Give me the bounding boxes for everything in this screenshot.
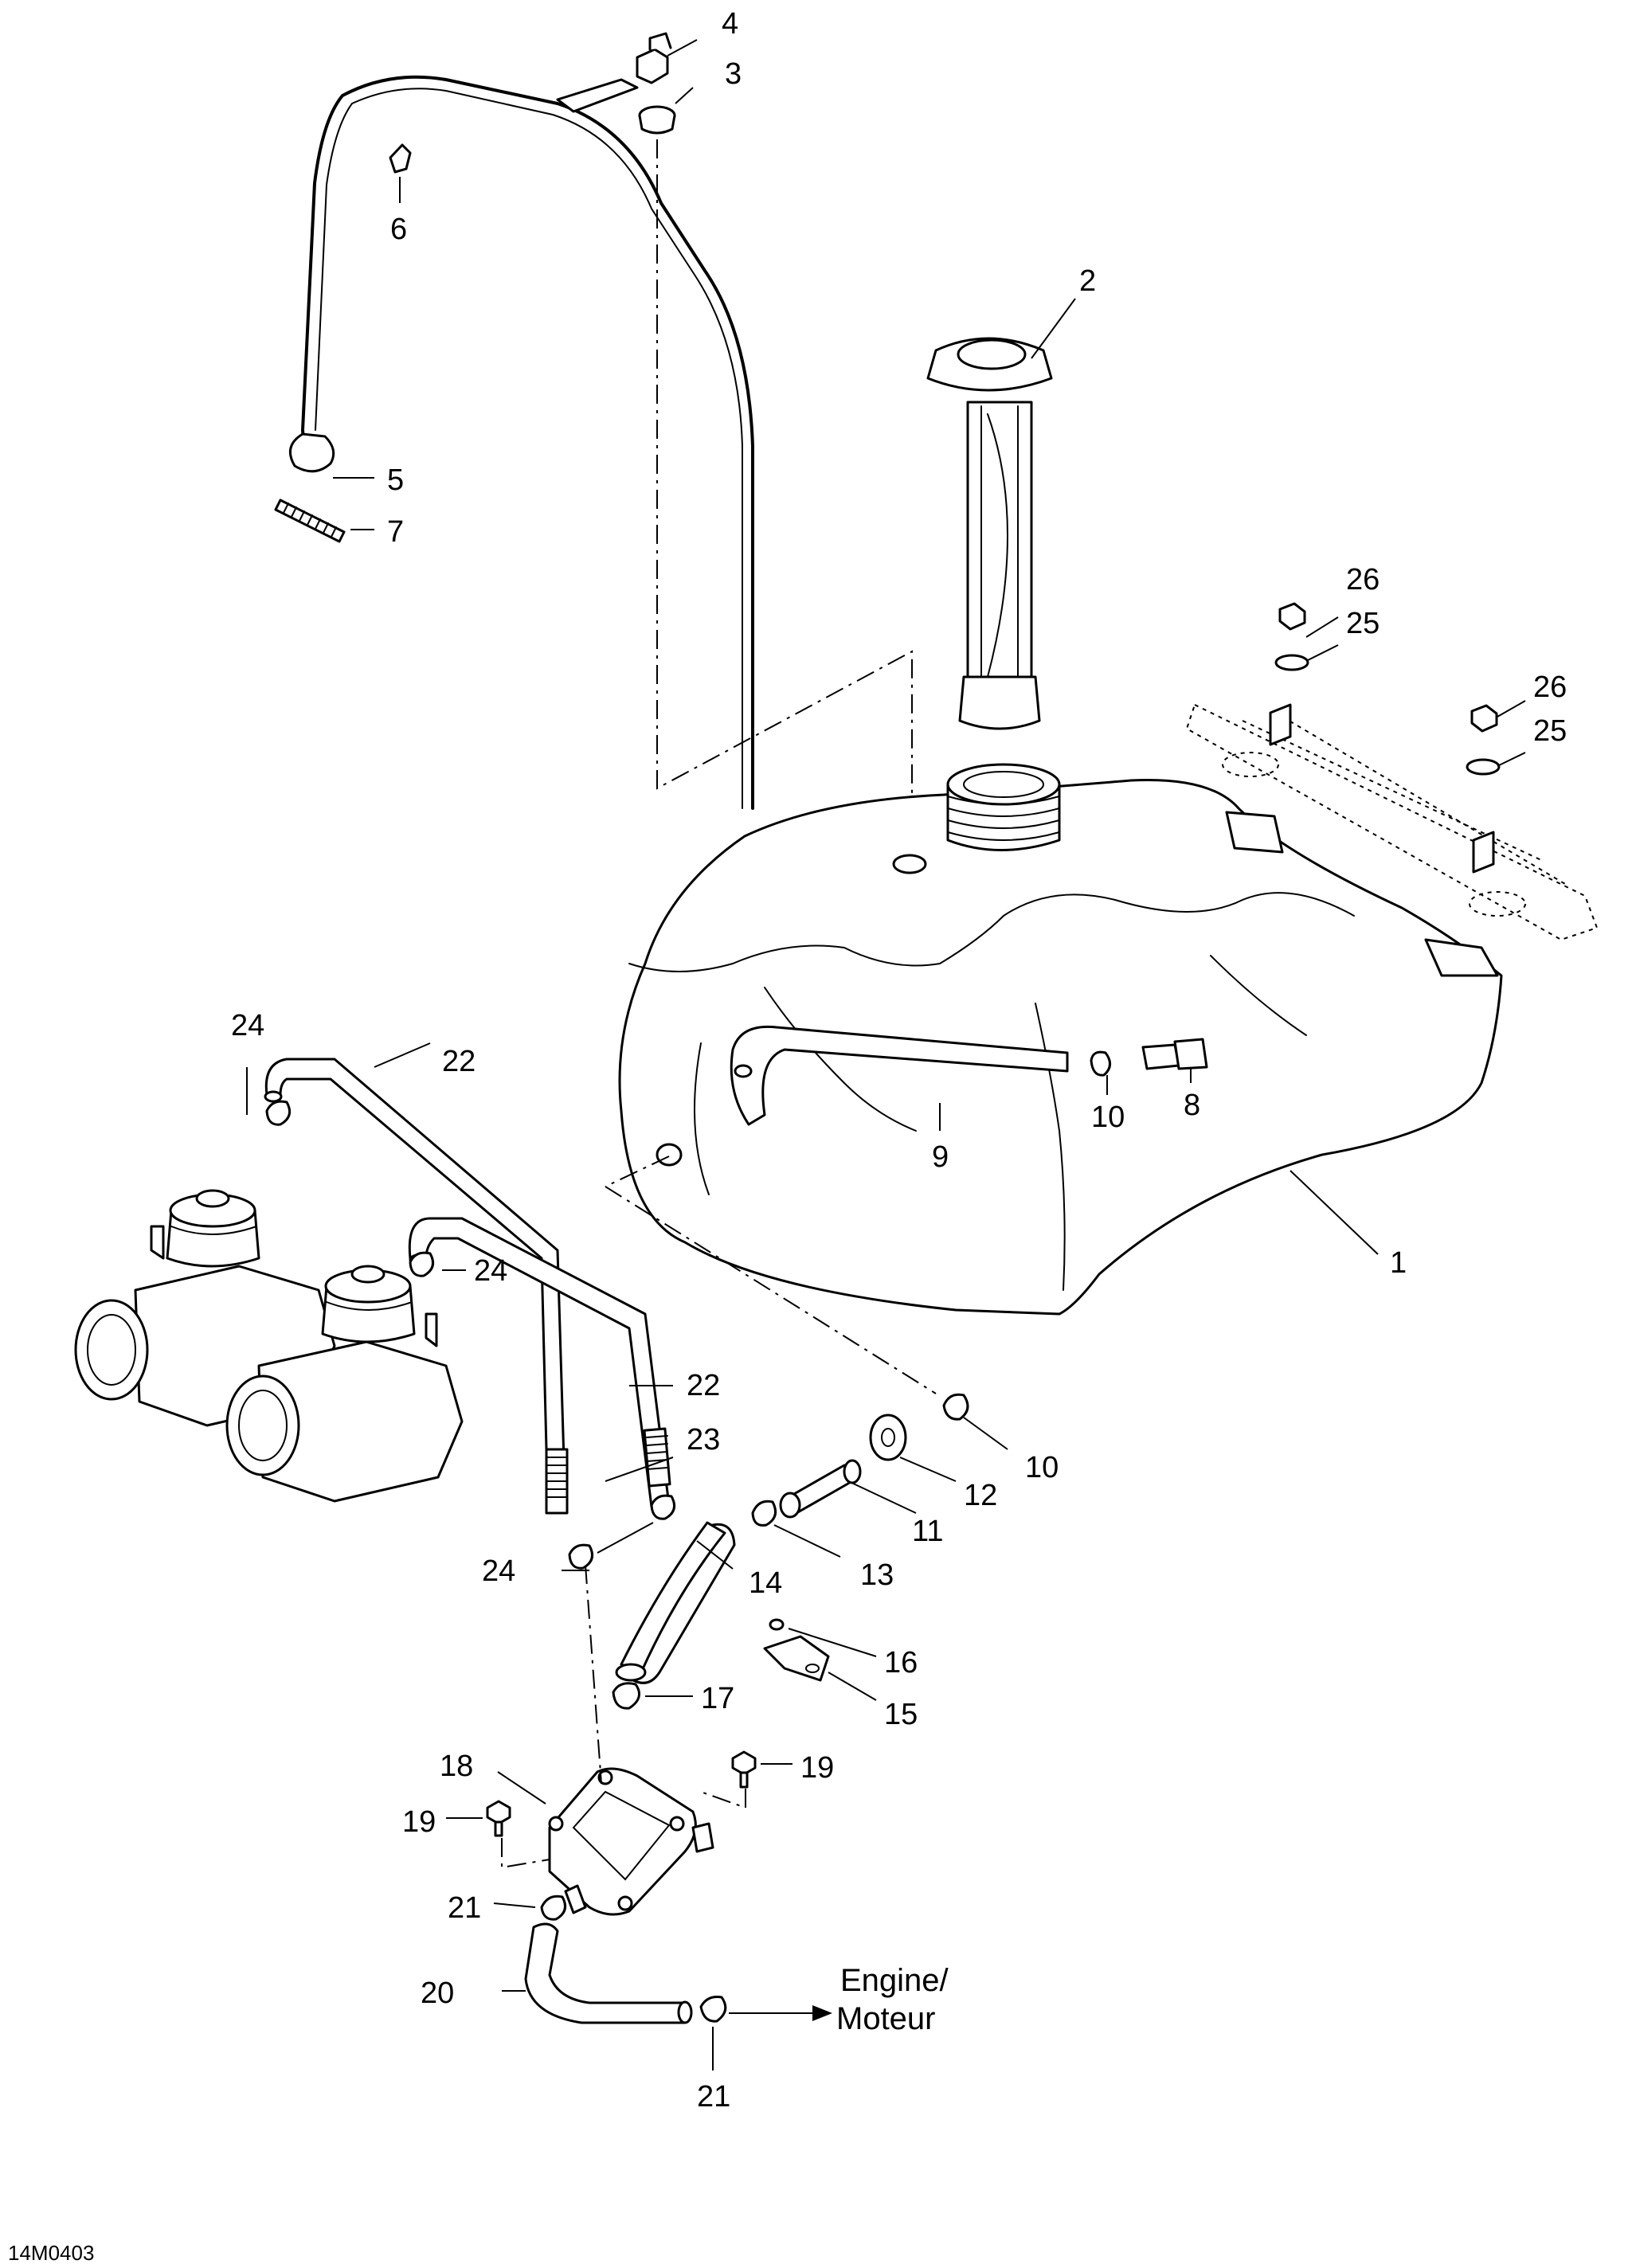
callout-17: 17 [701,1682,734,1715]
callout-26-left: 26 [1346,563,1380,596]
arrow-head-icon [812,2005,832,2021]
fuel-pump [548,1767,714,1916]
leader-lines [246,39,1526,2071]
hose-clamp [1090,1050,1111,1077]
hose-clamp [942,1393,969,1421]
fuel-routing-line [605,1156,937,1394]
engine-label: Engine/ [840,1963,949,1998]
callout-25-left: 25 [1346,607,1380,640]
tank-strap-bracket [1185,703,1599,941]
callout-7: 7 [387,515,404,549]
tube-clip [389,143,412,174]
callout-23: 23 [687,1423,720,1457]
hose-clamp [751,1500,777,1527]
pump-mount-line [501,1789,746,1869]
callout-26-right: 26 [1533,671,1567,704]
callout-24-bottom: 24 [482,1554,515,1588]
moteur-label: Moteur [836,2001,936,2036]
callout-21-outlet: 21 [697,2080,730,2114]
callout-6: 6 [390,213,407,246]
washer [1274,654,1309,671]
callout-2: 2 [1079,264,1096,298]
callout-3: 3 [725,57,742,91]
vent-tube-end [556,78,639,113]
callout-25-right: 25 [1533,714,1567,748]
fuel-gauge [926,337,1053,730]
fuel-hose-body [620,1521,726,1674]
callout-5: 5 [387,463,404,497]
carburetor-right [225,1265,464,1503]
callout-14: 14 [749,1566,782,1600]
hose-clamp [409,1251,435,1277]
callout-10-tank: 10 [1091,1101,1125,1134]
carb-vent-hose-short [408,1217,671,1508]
hose-clamp [265,1100,292,1126]
callout-15: 15 [884,1698,918,1731]
hose-clamp [699,1996,727,2023]
vent-tube [288,75,754,810]
fitting [1141,1038,1208,1070]
callout-9: 9 [932,1140,949,1174]
pump-inlet-line [585,1564,602,1785]
callout-22-long: 22 [442,1045,476,1078]
hose-clamp [612,1682,640,1710]
grommet [869,1414,907,1461]
vent-routing-line [656,139,913,860]
elbow-fitting [636,32,672,84]
grommet [638,105,676,135]
callout-1: 1 [1390,1246,1407,1280]
callout-22-short: 22 [687,1369,720,1402]
callout-8: 8 [1184,1089,1200,1122]
callout-13: 13 [860,1558,894,1592]
callout-12: 12 [964,1479,997,1512]
nut [1278,602,1306,631]
callout-4: 4 [722,7,738,41]
hose-clamp [650,1494,676,1520]
diagram-reference-code: 14M0403 [8,2241,94,2265]
bolt [486,1800,511,1837]
hose-retainer-clip [763,1635,830,1682]
screw [769,1618,785,1631]
outlet-hose [524,1922,693,2024]
callout-19-left: 19 [402,1805,436,1839]
vent-tube-loop [288,432,335,473]
callout-18: 18 [440,1750,473,1783]
callout-24-top: 24 [231,1009,264,1042]
return-tube [730,1025,1069,1126]
hose-clamp [568,1543,594,1570]
callout-20: 20 [421,1977,454,2010]
callout-19-right: 19 [800,1751,834,1785]
tank-outlet-fitting [779,1459,862,1519]
callout-21-pump: 21 [448,1891,481,1925]
hose-clamp [540,1895,567,1921]
spring [274,499,346,543]
callout-16: 16 [884,1646,918,1679]
callout-10-line: 10 [1025,1451,1059,1484]
nut [1470,704,1498,733]
washer [1466,758,1501,776]
callout-11: 11 [912,1515,943,1548]
fuel-tank [618,763,1503,1316]
bolt [731,1750,757,1789]
carb-vent-hose-long [264,1058,569,1515]
callout-24-mid: 24 [474,1254,507,1288]
